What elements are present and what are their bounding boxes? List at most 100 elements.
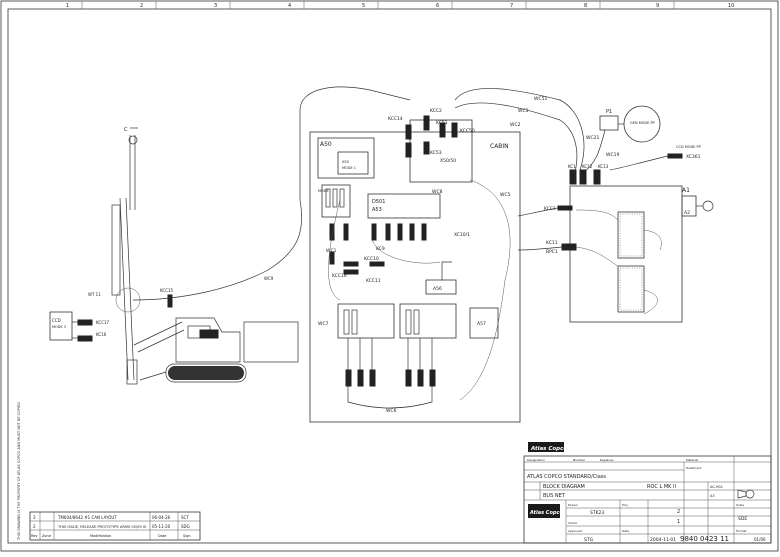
a1-label: A1 bbox=[682, 187, 690, 194]
connector-cluster-kcc10: WC1 KCC10 KC9 KCC11 KCC16 bbox=[326, 246, 385, 284]
kc51-label: KC51 bbox=[436, 120, 448, 126]
tb-scale-label: Scale bbox=[736, 503, 744, 507]
col-num: 8 bbox=[584, 3, 587, 9]
cabin-enclosure bbox=[309, 131, 521, 423]
module-lower bbox=[617, 265, 645, 313]
tb-sheet: 1 bbox=[677, 519, 680, 525]
svg-text:C: C bbox=[124, 127, 128, 133]
tb-check-label: Check bbox=[568, 521, 577, 525]
col-num: 1 bbox=[66, 3, 69, 9]
ccd-left-sub: MODE 3 bbox=[52, 325, 66, 329]
rev-hdr-text: Modifikation bbox=[90, 534, 111, 538]
tb-standard: ATLAS COPCO STANDARD/Class bbox=[527, 474, 606, 480]
tb-format: 01/06 bbox=[754, 537, 766, 542]
kc16-label: KC16 bbox=[96, 332, 107, 337]
connector-row-low bbox=[345, 338, 436, 409]
atlas-logo-2: Atlas Copco bbox=[529, 510, 563, 516]
col-num: 7 bbox=[510, 3, 513, 9]
p1-label: P1 bbox=[606, 109, 612, 115]
tb-desc-1: BLOCK DIAGRAM bbox=[543, 484, 585, 490]
kcc2-label: KCC2 bbox=[430, 108, 442, 114]
rev-num-1: 3 bbox=[33, 515, 36, 520]
a56-module bbox=[425, 279, 457, 295]
tb-treatment: Treatment bbox=[685, 466, 702, 470]
d50-sub: MODE bbox=[318, 189, 329, 193]
ccd-right-label: CCD MODE PP bbox=[676, 145, 701, 149]
module-upper bbox=[617, 211, 645, 259]
xc361-label: XC361 bbox=[686, 154, 701, 160]
wc1-label: WC1 bbox=[326, 248, 337, 254]
a50-sub: MODE 1 bbox=[342, 166, 356, 170]
tb-drawing-number: 9840 0423 11 bbox=[680, 535, 729, 543]
a56-label: A56 bbox=[433, 286, 442, 292]
d501-label: D501 bbox=[372, 199, 385, 205]
rev-sign-1: SCT bbox=[181, 515, 189, 520]
atlas-logo: Atlas Copco bbox=[530, 446, 567, 452]
wc5-label: WC5 bbox=[500, 192, 511, 198]
kc13-label: KC13 bbox=[598, 164, 609, 169]
wc7-label: WC7 bbox=[318, 321, 329, 327]
column-grid: 1 2 3 4 5 6 7 8 9 10 bbox=[66, 1, 734, 9]
panel-left bbox=[337, 303, 395, 339]
wc2-label: WC2 bbox=[510, 122, 521, 128]
tb-desc-2: BUS NET bbox=[543, 493, 566, 499]
col-num: 2 bbox=[140, 3, 143, 9]
a1-enclosure bbox=[569, 185, 683, 323]
rev-hdr-sign: Sign bbox=[183, 534, 191, 538]
tb-drawn-label: Drawn bbox=[568, 503, 578, 507]
wc6-label: WC6 bbox=[386, 408, 397, 414]
panel-right bbox=[399, 303, 457, 339]
tb-date: 2004-11-01 bbox=[650, 537, 676, 543]
kcc14-label: KCC14 bbox=[388, 116, 403, 122]
kcc10-label: KCC10 bbox=[364, 256, 379, 262]
revision-table: 3 TM604/8642 #1 CAN LAYOUT 06-04-26 SCT … bbox=[29, 511, 201, 541]
tb-drawn: STK23 bbox=[590, 510, 604, 516]
wc51-label: WC51 bbox=[534, 96, 547, 102]
rev-hdr-zone: Zone bbox=[42, 534, 51, 538]
kc53-label: KC53 bbox=[430, 150, 442, 156]
tb-scale: SDE bbox=[738, 516, 747, 522]
title-block: Designation Number Replaces ATLAS COPCO … bbox=[523, 442, 772, 544]
atlas-logo-box bbox=[528, 442, 564, 452]
d501-module bbox=[367, 193, 441, 219]
wc3-label: WC3 bbox=[518, 108, 529, 114]
p1-sub: GEN MODE PP bbox=[630, 121, 655, 125]
wc21-label: WC21 bbox=[586, 135, 599, 141]
kcc11-label: KCC11 bbox=[366, 278, 381, 284]
xc101-label: XC10/1 bbox=[454, 232, 470, 238]
a57-label: A57 bbox=[477, 321, 486, 327]
kcc50-label: KCC50 bbox=[460, 128, 475, 134]
kcc17-label: KCC17 bbox=[96, 320, 110, 325]
a53-label: A53 bbox=[372, 207, 382, 213]
kc11-label: KC11 bbox=[546, 240, 558, 246]
a50-module bbox=[337, 151, 369, 175]
margin-note: THIS DRAWING IS THE PROPERTY OF ATLAS CO… bbox=[17, 402, 21, 541]
col-num: 6 bbox=[436, 3, 439, 9]
tb-class: AC.H01 bbox=[710, 485, 723, 489]
connector-row-mid bbox=[329, 223, 427, 241]
tb-checked: STG bbox=[584, 537, 594, 543]
kc12-label: KC12 bbox=[582, 164, 593, 169]
atlas-logo-box-2 bbox=[528, 504, 560, 518]
tb-format-label: Format bbox=[736, 529, 747, 533]
rev-date-2: 05-11-20 bbox=[152, 524, 171, 529]
wc9-label: WC9 bbox=[264, 276, 274, 281]
kcc16-label: KCC16 bbox=[332, 273, 347, 279]
a2-label: A2 bbox=[684, 210, 690, 216]
tb-number: Number bbox=[573, 458, 586, 462]
cable-wc9 bbox=[132, 86, 411, 301]
rev-hdr-date: Date bbox=[158, 534, 166, 538]
cabin-label: CABIN bbox=[490, 143, 509, 150]
col-num: 3 bbox=[214, 3, 217, 9]
connector-cluster-top: KCC14 KCC2 KC51 KCC50 KC53 bbox=[388, 108, 475, 158]
rev-date-1: 06-04-26 bbox=[152, 515, 171, 520]
col-num: 4 bbox=[288, 3, 291, 9]
tb-material: Material bbox=[686, 458, 698, 462]
kc9-label: KC9 bbox=[376, 246, 385, 252]
tb-region: A3 bbox=[710, 494, 715, 498]
rev-text-1: TM604/8642 #1 CAN LAYOUT bbox=[57, 515, 117, 520]
tb-date-label: Date bbox=[622, 529, 629, 533]
